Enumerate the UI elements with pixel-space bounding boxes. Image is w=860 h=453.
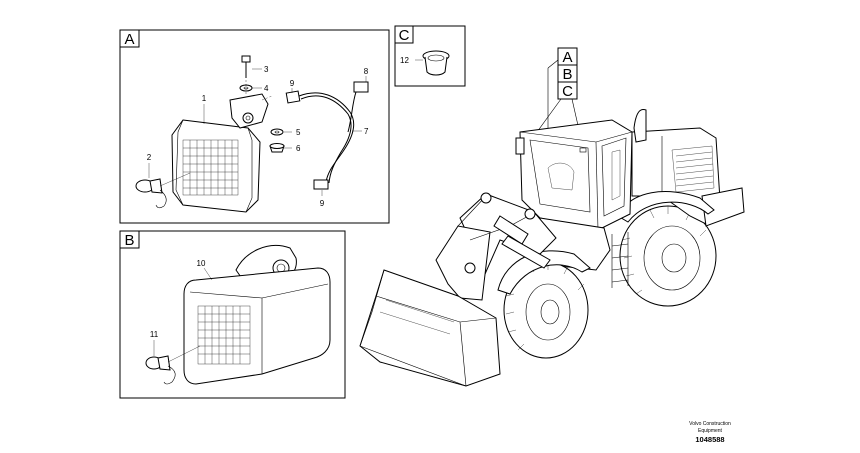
brand-line-2: Equipment [698,428,723,434]
callout-4: 4 [264,84,269,93]
callout-8: 8 [364,67,369,76]
machine-callout-stack: A B C [536,47,585,153]
machine-callout-b: B [562,66,572,83]
panel-c: C 12 [394,25,466,87]
callout-10: 10 [197,259,206,268]
brand-line-1: Volvo Construction [689,421,731,427]
panel-b-label: B [124,232,134,249]
callout-9-bottom: 9 [320,199,325,208]
callout-1: 1 [202,94,207,103]
bulb-b [145,345,201,385]
wheel-loader-illustration [359,109,745,387]
callout-12: 12 [400,56,409,65]
washers-a [269,128,285,153]
work-lamp-b [183,244,331,385]
callout-6: 6 [296,144,301,153]
machine-callout-c: C [562,83,573,100]
rear-wheel [619,205,717,307]
machine-callout-a: A [562,49,572,66]
footer: Volvo Construction Equipment 1048588 [689,421,731,444]
front-wheel [503,261,589,359]
callout-3: 3 [264,65,269,74]
bucket [359,269,501,387]
lift-arms [435,192,557,301]
panel-a-callouts: 1 2 3 4 5 6 7 8 9 9 [147,65,369,208]
figure-number: 1048588 [695,435,724,444]
work-lamp-a [171,55,273,213]
callout-7: 7 [364,127,369,136]
bulb-a [135,172,191,209]
callout-2: 2 [147,153,152,162]
panel-a-label: A [124,31,134,48]
panel-c-label: C [399,27,410,44]
callout-5: 5 [296,128,301,137]
panel-a: A [119,29,390,224]
callout-9-top: 9 [290,79,295,88]
callout-11: 11 [150,330,159,339]
panel-b-callouts: 10 11 [150,259,213,356]
grommet-c [422,50,450,76]
panel-b: B 10 [119,230,346,399]
cab [515,119,633,231]
